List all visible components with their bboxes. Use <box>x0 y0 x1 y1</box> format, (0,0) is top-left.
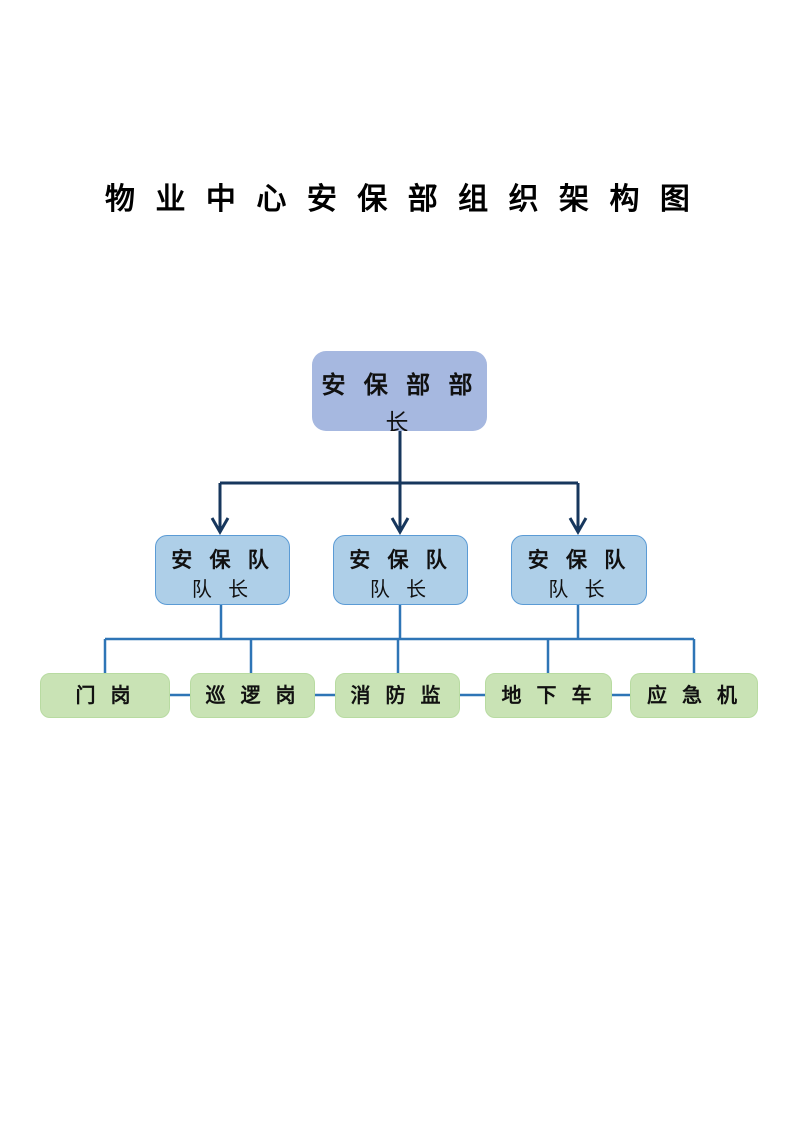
page-title: 物 业 中 心 安 保 部 组 织 架 构 图 <box>105 182 695 217</box>
org-box-post-patrol: 巡 逻 岗 <box>190 673 315 718</box>
org-box-team-leader-3: 安 保 队 队 长 <box>511 535 647 605</box>
org-box-label-line2: 队 长 <box>369 577 432 601</box>
arrow-down-icon <box>568 517 588 536</box>
org-box-post-fire-monitor: 消 防 监 <box>335 673 460 718</box>
org-box-label-line1: 安 保 部 部 <box>321 371 478 399</box>
top-level-connectors <box>210 431 588 536</box>
org-box-team-leader-2: 安 保 队 队 长 <box>333 535 468 605</box>
org-box-post-gate: 门 岗 <box>40 673 170 718</box>
org-box-label-line1: 安 保 队 <box>527 548 631 572</box>
org-box-post-underground-parking: 地 下 车 <box>485 673 612 718</box>
org-box-post-emergency: 应 急 机 <box>630 673 758 718</box>
org-box-label-line1: 安 保 队 <box>349 548 452 572</box>
org-box-label-line1: 安 保 队 <box>171 548 274 572</box>
arrow-down-icon <box>390 517 410 536</box>
org-box-label-line2: 队 长 <box>191 577 254 601</box>
arrow-down-icon <box>210 517 230 536</box>
org-box-team-leader-1: 安 保 队 队 长 <box>155 535 290 605</box>
org-box-label-line2-clipped: 长 <box>385 410 414 431</box>
org-box-label-line2: 队 长 <box>548 577 610 601</box>
org-box-department-head: 安 保 部 部 长 <box>312 351 487 431</box>
